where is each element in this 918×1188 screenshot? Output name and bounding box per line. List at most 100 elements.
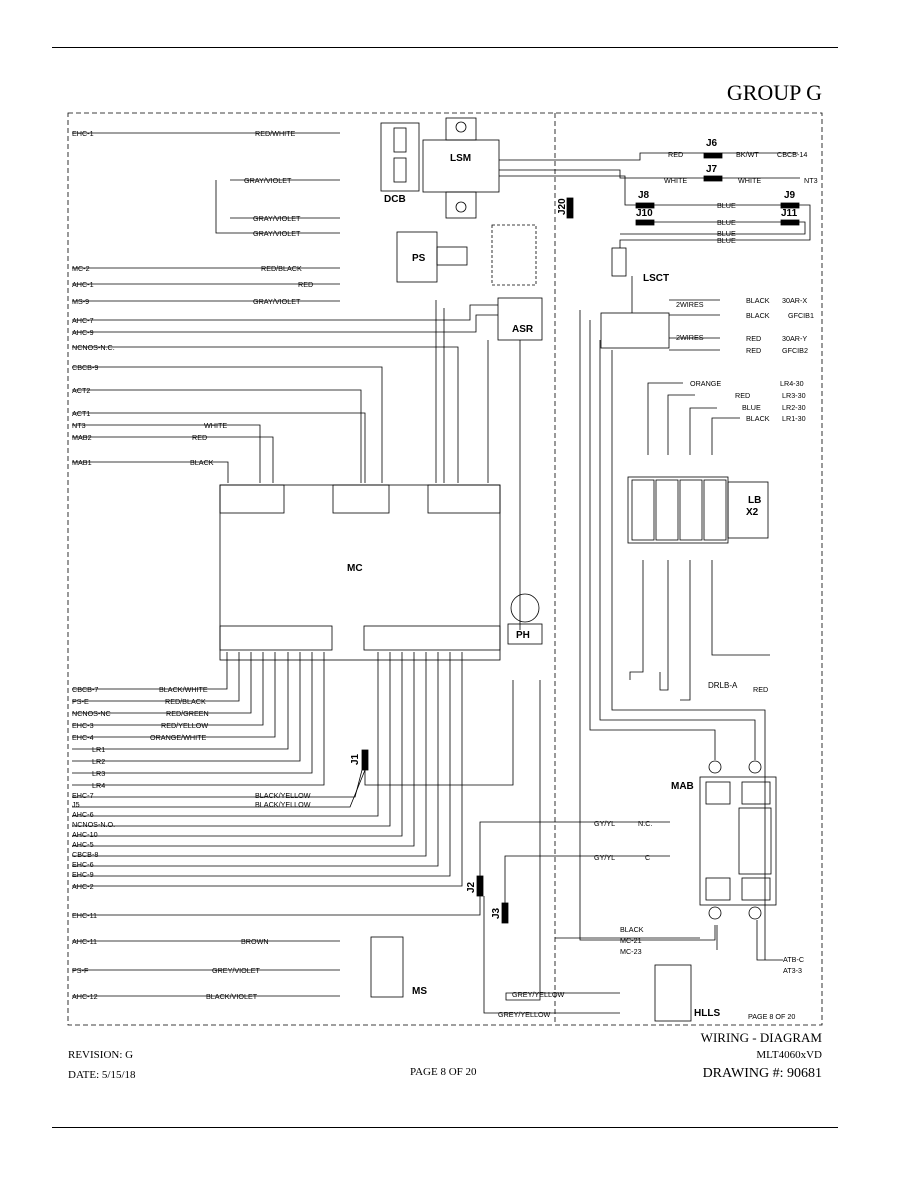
ph-label: PH bbox=[516, 630, 530, 641]
wire-label: C bbox=[645, 853, 650, 862]
wire-label: GREY/YELLOW bbox=[512, 990, 565, 999]
wire-label: BLUE bbox=[717, 201, 736, 210]
wire-label: CBCB-7 bbox=[72, 685, 98, 694]
mab-block bbox=[699, 776, 777, 906]
wire-label: BLACK/YELLOW bbox=[255, 791, 311, 800]
wire-label: EHC-6 bbox=[72, 860, 94, 869]
j1-label: J1 bbox=[350, 753, 361, 765]
wire-label: GRAY/VIOLET bbox=[253, 229, 301, 238]
wire-label: GREY/YELLOW bbox=[498, 1010, 551, 1019]
wire-label: BLACK bbox=[746, 414, 770, 423]
wire-label: AHC-2 bbox=[72, 882, 94, 891]
dcb-block bbox=[380, 122, 420, 192]
wire-label: RED/YELLOW bbox=[161, 721, 208, 730]
wire-label: EHC-4 bbox=[72, 733, 94, 742]
ph-sensor bbox=[510, 593, 540, 623]
wire-label: BLUE bbox=[717, 218, 736, 227]
wire-label: MC-23 bbox=[620, 947, 642, 956]
wire-label: AT3-3 bbox=[783, 966, 802, 975]
wire-label: 30AR-X bbox=[782, 296, 807, 305]
drlb-label: DRLB-A bbox=[708, 681, 738, 690]
wire-label: CBCB-8 bbox=[72, 850, 98, 859]
wire-label: MS-9 bbox=[72, 297, 89, 306]
wire-label: BROWN bbox=[241, 937, 269, 946]
wire-label: ACT2 bbox=[72, 386, 90, 395]
wire-label: EHC-3 bbox=[72, 721, 94, 730]
wire-label: LR4 bbox=[92, 781, 105, 790]
wire-label: BLUE bbox=[717, 229, 736, 238]
revision: REVISION: G bbox=[68, 1049, 134, 1061]
wire-label: RED/BLACK bbox=[165, 697, 206, 706]
dcb-label: DCB bbox=[384, 194, 406, 205]
wire-label: CBCB-9 bbox=[72, 363, 98, 372]
wire-label: AHC-6 bbox=[72, 810, 94, 819]
wire-label: GREY/VIOLET bbox=[212, 966, 261, 975]
wire-label: AHC-12 bbox=[72, 992, 98, 1001]
ms-label: MS bbox=[412, 986, 427, 997]
wire-label: EHC-7 bbox=[72, 791, 94, 800]
wire-label: BLACK bbox=[190, 458, 214, 467]
wire-label: RED/GREEN bbox=[166, 709, 209, 718]
date: DATE: 5/15/18 bbox=[68, 1069, 136, 1081]
wire-label: RED bbox=[735, 391, 750, 400]
wire-label: GY/YL bbox=[594, 819, 615, 828]
wire-label: EHC-9 bbox=[72, 870, 94, 879]
ps-label: PS bbox=[412, 253, 426, 264]
wire-label: EHC-1 bbox=[72, 129, 94, 138]
wire-label: GRAY/VIOLET bbox=[244, 176, 292, 185]
wire-label: WHITE bbox=[738, 176, 761, 185]
wire-label: NT3 bbox=[72, 421, 86, 430]
wire-label: N.C. bbox=[638, 819, 652, 828]
wire-label: LR3-30 bbox=[782, 391, 806, 400]
wire-label: RED/BLACK bbox=[261, 264, 302, 273]
hlls-label: HLLS bbox=[694, 1008, 720, 1019]
lsm-block bbox=[422, 139, 500, 193]
lsct-block bbox=[600, 312, 670, 349]
bottom-rule bbox=[52, 1127, 838, 1128]
wire-label: WHITE bbox=[664, 176, 687, 185]
wire-label: 2WIRES bbox=[676, 300, 704, 309]
wire-label: ATB-C bbox=[783, 955, 804, 964]
wire-label: BLACK bbox=[746, 296, 770, 305]
wire-label: AHC-1 bbox=[72, 280, 94, 289]
j10-label: J10 bbox=[636, 208, 653, 219]
wire-label: MAB1 bbox=[72, 458, 92, 467]
wire-label: NCNOS-N.O. bbox=[72, 820, 115, 829]
drawing-number: DRAWING #: 90681 bbox=[702, 1066, 822, 1081]
wire-label: RED bbox=[298, 280, 313, 289]
diagram-frame bbox=[67, 112, 823, 1026]
wire-label: BLACK/YELLOW bbox=[255, 800, 311, 809]
wire-label: BLACK bbox=[620, 925, 644, 934]
wire-label: NCNOS-N.C. bbox=[72, 343, 115, 352]
group-title: GROUP G bbox=[726, 80, 822, 105]
j6-label: J6 bbox=[706, 138, 718, 149]
wire-label: GRAY/VIOLET bbox=[253, 214, 301, 223]
wire-label: CBCB-14 bbox=[777, 150, 807, 159]
wire-label: PS-E bbox=[72, 697, 89, 706]
wire-label: GRAY/VIOLET bbox=[253, 297, 301, 306]
wire-label: RED bbox=[192, 433, 207, 442]
wire-label: EHC-11 bbox=[72, 911, 97, 920]
lsm-label: LSM bbox=[450, 153, 471, 164]
page-number: PAGE 8 OF 20 bbox=[410, 1066, 477, 1078]
wire-label: NT3 bbox=[804, 176, 818, 185]
j8-label: J8 bbox=[638, 190, 650, 201]
wire-label: 30AR-Y bbox=[782, 334, 807, 343]
wire-label: GFCIB2 bbox=[782, 346, 808, 355]
top-rule bbox=[52, 47, 838, 48]
mc-label: MC bbox=[347, 563, 363, 574]
wire-label: BK/WT bbox=[736, 150, 759, 159]
j3-label: J3 bbox=[491, 907, 502, 919]
wire-label: AHC-7 bbox=[72, 316, 94, 325]
wire-label: BLACK bbox=[746, 311, 770, 320]
j11-label: J11 bbox=[781, 208, 798, 219]
j9-label: J9 bbox=[784, 190, 796, 201]
wire-label: BLUE bbox=[742, 403, 761, 412]
wire-label: LR1 bbox=[92, 745, 105, 754]
wire-labels: DCBLSMPSASRMCPHLSCTLBX2MABMSHLLSDRLB-AJ1… bbox=[72, 129, 818, 1021]
j2-label: J2 bbox=[466, 881, 477, 893]
diagram-title: WIRING - DIAGRAM bbox=[700, 1030, 822, 1045]
wire-label: MC-21 bbox=[620, 936, 642, 945]
wire-label: MC-2 bbox=[72, 264, 90, 273]
